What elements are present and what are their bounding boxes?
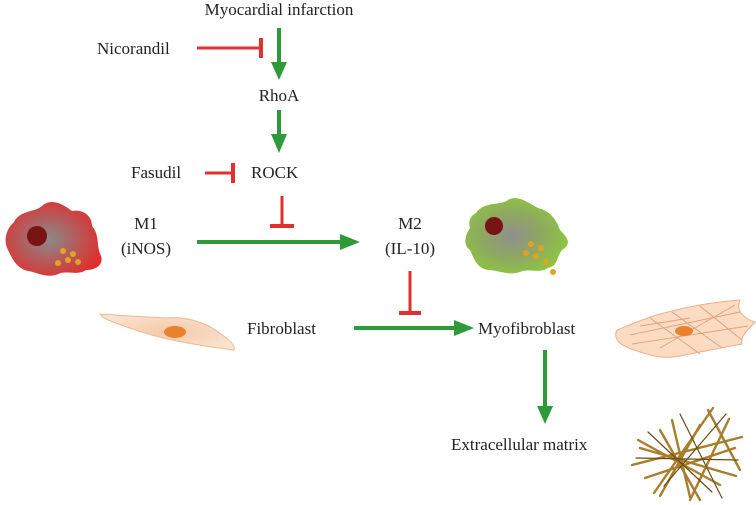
node-m2-marker: (IL-10) bbox=[384, 239, 436, 258]
node-m2: M2 bbox=[398, 214, 422, 233]
myofibroblast-cell-icon bbox=[615, 299, 756, 358]
arrow-m1-to-m2 bbox=[197, 234, 360, 250]
node-fasudil: Fasudil bbox=[131, 163, 182, 182]
node-m1: M1 bbox=[134, 214, 158, 233]
node-myofibroblast: Myofibroblast bbox=[478, 319, 576, 338]
m2-macrophage-icon bbox=[465, 198, 568, 275]
node-m1-marker: (iNOS) bbox=[120, 239, 172, 258]
inhibit-nicorandil bbox=[197, 38, 263, 58]
node-myocardial-infarction: Myocardial infarction bbox=[204, 0, 354, 19]
m1-macrophage-icon bbox=[5, 201, 102, 276]
node-rock: ROCK bbox=[251, 163, 299, 182]
arrow-infarction-to-rhoa bbox=[271, 28, 287, 80]
inhibit-rock-on-m1-m2 bbox=[270, 196, 294, 228]
node-extracellular-matrix: Extracellular matrix bbox=[451, 435, 588, 454]
fibroblast-cell-icon bbox=[99, 313, 235, 351]
arrow-myofibroblast-to-ecm bbox=[537, 350, 553, 424]
inhibit-fasudil bbox=[205, 163, 235, 183]
inhibit-m2-on-fibroblast bbox=[399, 271, 421, 315]
arrow-fibroblast-to-myofibroblast bbox=[354, 320, 474, 336]
collagen-fiber-icon bbox=[630, 406, 744, 502]
arrow-rhoa-to-rock bbox=[271, 110, 287, 153]
node-rhoa: RhoA bbox=[258, 86, 300, 105]
node-fibroblast: Fibroblast bbox=[247, 319, 316, 338]
node-nicorandil: Nicorandil bbox=[97, 39, 170, 58]
